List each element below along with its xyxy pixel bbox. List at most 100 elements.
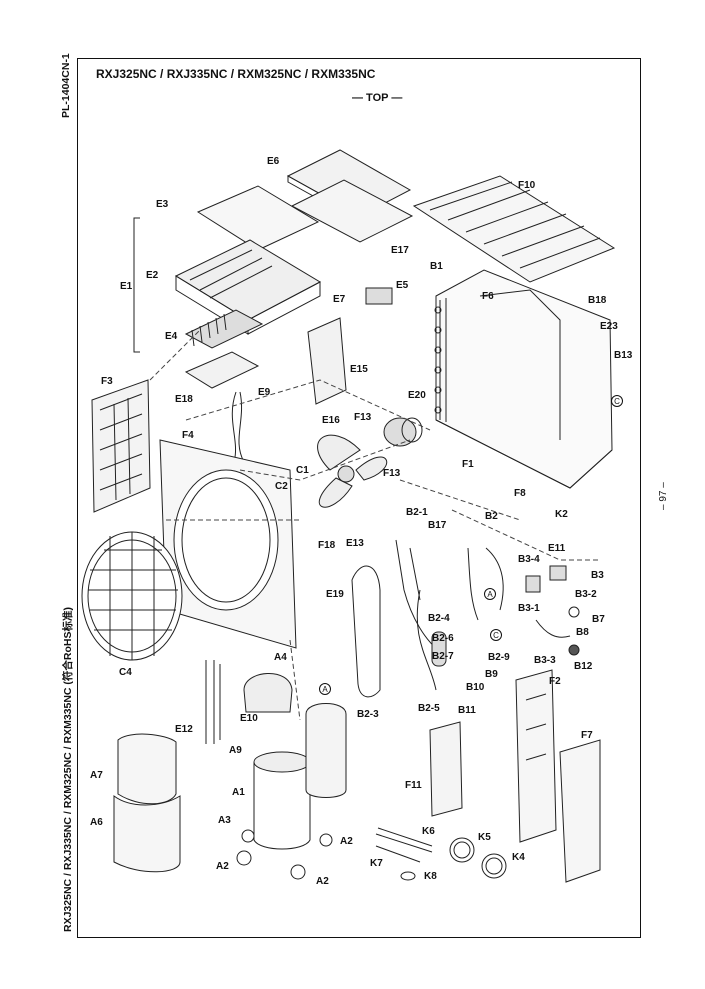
terminal-e5 bbox=[365, 287, 393, 305]
top-label: — TOP — bbox=[352, 92, 403, 104]
label-b7: B7 bbox=[592, 614, 605, 625]
label-f13-bottom: F13 bbox=[383, 468, 401, 479]
label-f8: F8 bbox=[514, 488, 526, 499]
insulator-e18 bbox=[184, 351, 260, 389]
label-e11: E11 bbox=[548, 543, 566, 554]
label-f7: F7 bbox=[581, 730, 593, 741]
label-a6: A6 bbox=[90, 817, 103, 828]
label-b10: B10 bbox=[466, 682, 485, 693]
label-b2-3: B2-3 bbox=[357, 709, 379, 720]
label-k6: K6 bbox=[422, 826, 435, 837]
label-f10: F10 bbox=[518, 180, 536, 191]
partition-f2 bbox=[515, 669, 557, 843]
label-e15: E15 bbox=[350, 364, 368, 375]
label-b1: B1 bbox=[430, 261, 443, 272]
heater-k6 bbox=[375, 827, 433, 853]
reactor-e9 bbox=[231, 391, 245, 463]
bracket-e7 bbox=[307, 317, 347, 405]
label-c1: C1 bbox=[296, 465, 309, 476]
label-b3-2: B3-2 bbox=[575, 589, 597, 600]
connection-mark-c-piping: C bbox=[490, 629, 502, 641]
label-k5: K5 bbox=[478, 832, 491, 843]
thermistor-e12 bbox=[205, 660, 221, 744]
bracket-f11 bbox=[429, 721, 463, 817]
label-e17: E17 bbox=[391, 245, 409, 256]
label-b3-3: B3-3 bbox=[534, 655, 556, 666]
label-f11: F11 bbox=[405, 780, 422, 791]
plate-e3 bbox=[196, 185, 320, 251]
label-b2-7: B2-7 bbox=[432, 651, 454, 662]
side-grille-f3 bbox=[91, 379, 151, 513]
label-b3: B3 bbox=[591, 570, 604, 581]
label-f18: F18 bbox=[318, 540, 336, 551]
label-f13-top: F13 bbox=[354, 412, 372, 423]
label-a2-bottom: A2 bbox=[316, 876, 329, 887]
label-k2: K2 bbox=[555, 509, 568, 520]
front-panel-f4 bbox=[159, 439, 297, 649]
cover-a4 bbox=[243, 673, 293, 713]
label-a9: A9 bbox=[229, 745, 242, 756]
piping-b2 bbox=[351, 539, 504, 698]
heatsink-e4 bbox=[184, 309, 264, 349]
label-f6: F6 bbox=[482, 291, 494, 302]
label-e19: E19 bbox=[326, 589, 344, 600]
connection-mark-a-piping: A bbox=[484, 588, 496, 600]
label-a4: A4 bbox=[274, 652, 287, 663]
label-e10: E10 bbox=[240, 713, 258, 724]
connection-mark-a-compressor: A bbox=[319, 683, 331, 695]
heater-k7 bbox=[375, 845, 421, 863]
label-e6: E6 bbox=[267, 156, 280, 167]
label-b12: B12 bbox=[574, 661, 593, 672]
label-b17: B17 bbox=[428, 520, 447, 531]
label-b18: B18 bbox=[588, 295, 607, 306]
label-a2-left: A2 bbox=[216, 861, 229, 872]
label-a7: A7 bbox=[90, 770, 103, 781]
label-e1: E1 bbox=[120, 281, 133, 292]
label-b2-6: B2-6 bbox=[432, 633, 454, 644]
label-e2: E2 bbox=[146, 270, 159, 281]
fan-guard-c4 bbox=[81, 531, 183, 661]
heater-k5 bbox=[449, 837, 475, 863]
label-b13: B13 bbox=[614, 350, 633, 361]
compressor-a1 bbox=[236, 703, 347, 880]
top-panel-e6 bbox=[286, 149, 414, 243]
label-a2-right: A2 bbox=[340, 836, 353, 847]
control-box-e2 bbox=[174, 239, 322, 335]
label-b3-4: B3-4 bbox=[518, 554, 540, 565]
label-b2-9: B2-9 bbox=[488, 652, 510, 663]
label-e4: E4 bbox=[165, 331, 178, 342]
sound-jacket bbox=[113, 733, 181, 873]
label-e16: E16 bbox=[322, 415, 340, 426]
label-e20: E20 bbox=[408, 390, 426, 401]
label-a1: A1 bbox=[232, 787, 245, 798]
fan-motor-e20 bbox=[383, 417, 423, 447]
label-a3: A3 bbox=[218, 815, 231, 826]
connection-mark-c-chassis: C bbox=[611, 395, 623, 407]
label-e13: E13 bbox=[346, 538, 364, 549]
cover-f7 bbox=[559, 739, 601, 883]
label-f1: F1 bbox=[462, 459, 474, 470]
label-b2-4: B2-4 bbox=[428, 613, 450, 624]
fan-c1 bbox=[317, 434, 388, 508]
diagram-frame bbox=[77, 58, 641, 938]
label-b2-1: B2-1 bbox=[406, 507, 428, 518]
ring-k8 bbox=[400, 871, 416, 881]
label-f2: F2 bbox=[549, 676, 561, 687]
label-k8: K8 bbox=[424, 871, 437, 882]
valves-b3 bbox=[525, 565, 580, 656]
heater-k4 bbox=[481, 853, 507, 879]
chassis-body bbox=[434, 269, 613, 489]
label-b2: B2 bbox=[485, 511, 498, 522]
label-b9: B9 bbox=[485, 669, 498, 680]
label-e7: E7 bbox=[333, 294, 346, 305]
label-k4: K4 bbox=[512, 852, 525, 863]
label-e5: E5 bbox=[396, 280, 409, 291]
label-b11: B11 bbox=[458, 705, 476, 716]
label-e18: E18 bbox=[175, 394, 193, 405]
top-plate-f10 bbox=[412, 175, 616, 283]
label-f4: F4 bbox=[182, 430, 194, 441]
label-e12: E12 bbox=[175, 724, 193, 735]
page-title: RXJ325NC / RXJ335NC / RXM325NC / RXM335N… bbox=[96, 67, 376, 81]
label-e23: E23 bbox=[600, 321, 618, 332]
